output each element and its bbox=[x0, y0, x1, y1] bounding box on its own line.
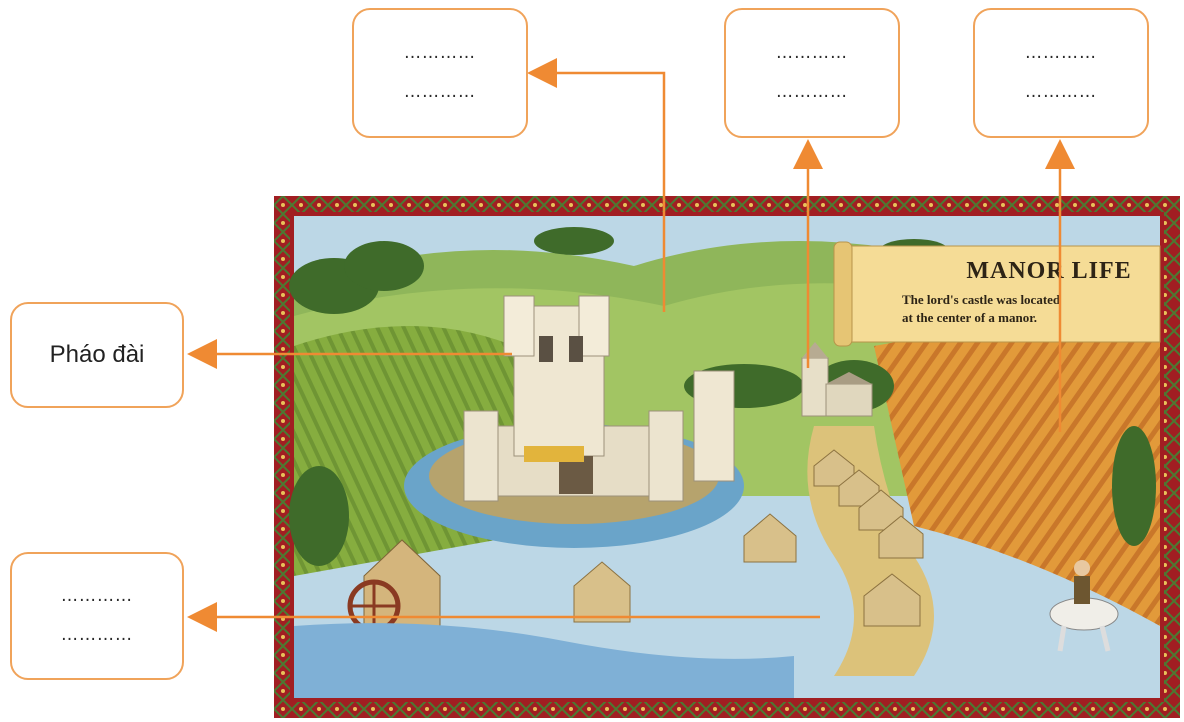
label-box-top-right[interactable]: ………… ………… bbox=[973, 8, 1149, 138]
blank-line: ………… bbox=[776, 43, 848, 63]
label-box-top-middle[interactable]: ………… ………… bbox=[724, 8, 900, 138]
banner-caption-line-2: at the center of a manor. bbox=[902, 310, 1037, 325]
horse-rider bbox=[1049, 560, 1119, 652]
label-box-top-left[interactable]: ………… ………… bbox=[352, 8, 528, 138]
blank-line: ………… bbox=[404, 82, 476, 102]
banner-title: MANOR LIFE bbox=[966, 258, 1131, 284]
manor-illustration: MANOR LIFE The lord's castle was located… bbox=[274, 196, 1180, 718]
blank-line: ………… bbox=[1025, 43, 1097, 63]
church bbox=[801, 342, 873, 417]
village-cottages bbox=[573, 449, 924, 627]
fortress-label: Pháo đài bbox=[49, 341, 145, 368]
manor-life-banner: MANOR LIFE The lord's castle was located… bbox=[833, 241, 1161, 347]
arrow-to-top-left-box bbox=[527, 58, 666, 312]
blank-line: ………… bbox=[1025, 82, 1097, 102]
blank-line: ………… bbox=[61, 586, 133, 606]
label-box-bottom-left[interactable]: ………… ………… bbox=[10, 552, 184, 680]
castle bbox=[463, 295, 735, 502]
manor-scene bbox=[289, 216, 1160, 698]
banner-caption-line-1: The lord's castle was located bbox=[902, 292, 1061, 307]
blank-line: ………… bbox=[776, 82, 848, 102]
label-box-fortress[interactable]: Pháo đài bbox=[10, 302, 184, 408]
blank-line: ………… bbox=[404, 43, 476, 63]
blank-line: ………… bbox=[61, 625, 133, 645]
